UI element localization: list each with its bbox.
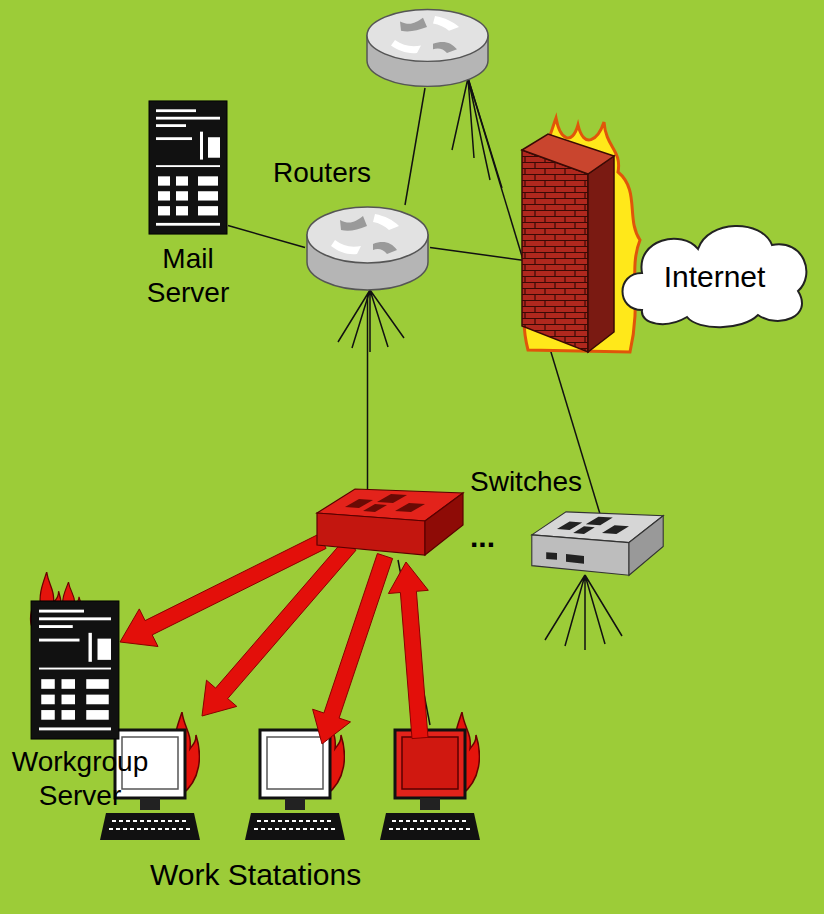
network-link-line: [367, 295, 369, 493]
wire-lines-part: [452, 78, 502, 188]
network-link: [367, 295, 368, 493]
internet-cloud-icon: [623, 226, 807, 327]
network-switch-shape: [315, 485, 465, 560]
node-label: Workgroup Server: [0, 745, 160, 813]
node-label: Switches: [470, 465, 600, 499]
attack-arrows: [202, 540, 428, 744]
workstations-part: [245, 730, 345, 840]
ellipsis-label: ...: [470, 520, 495, 554]
internet-cloud: Internet: [612, 215, 817, 330]
attack-connector: [120, 534, 326, 646]
node-label: Mail Server: [128, 242, 248, 310]
wire-lines-part: [405, 88, 425, 205]
router-icon: [367, 9, 488, 86]
attack-arrow: [388, 562, 428, 739]
workstations-label: Work Statations: [150, 858, 361, 892]
wire-lines-part: [545, 575, 622, 650]
attack-arrow: [313, 554, 393, 745]
router-box-icon: [307, 207, 428, 290]
router-box: Routers: [305, 200, 430, 295]
workstations-part: [380, 730, 480, 840]
mail-server-shape: [148, 100, 228, 235]
firewall-part: [522, 134, 614, 174]
wire-lines-part: [338, 290, 404, 352]
network-link: [228, 226, 305, 248]
wire-lines: [338, 78, 622, 725]
network-link-line: [228, 226, 305, 248]
network-switch-icon: [317, 489, 463, 555]
firewall: [522, 118, 640, 352]
workgroup-server: Workgroup Server: [30, 600, 120, 740]
router-box-shape: [305, 200, 430, 295]
mail-server: Mail Server: [148, 100, 228, 235]
cloud-label: Internet: [664, 260, 766, 294]
workgroup-server-shape: [30, 600, 120, 740]
switch-icon: [532, 512, 663, 575]
mail-server-icon: [149, 101, 227, 234]
network-switch: Switches: [315, 485, 465, 560]
workgroup-server-icon: [31, 601, 119, 739]
firewall-part: [522, 150, 588, 352]
workstations: [100, 730, 480, 840]
firewall-part: [588, 156, 614, 352]
node-label: Routers: [273, 156, 403, 190]
